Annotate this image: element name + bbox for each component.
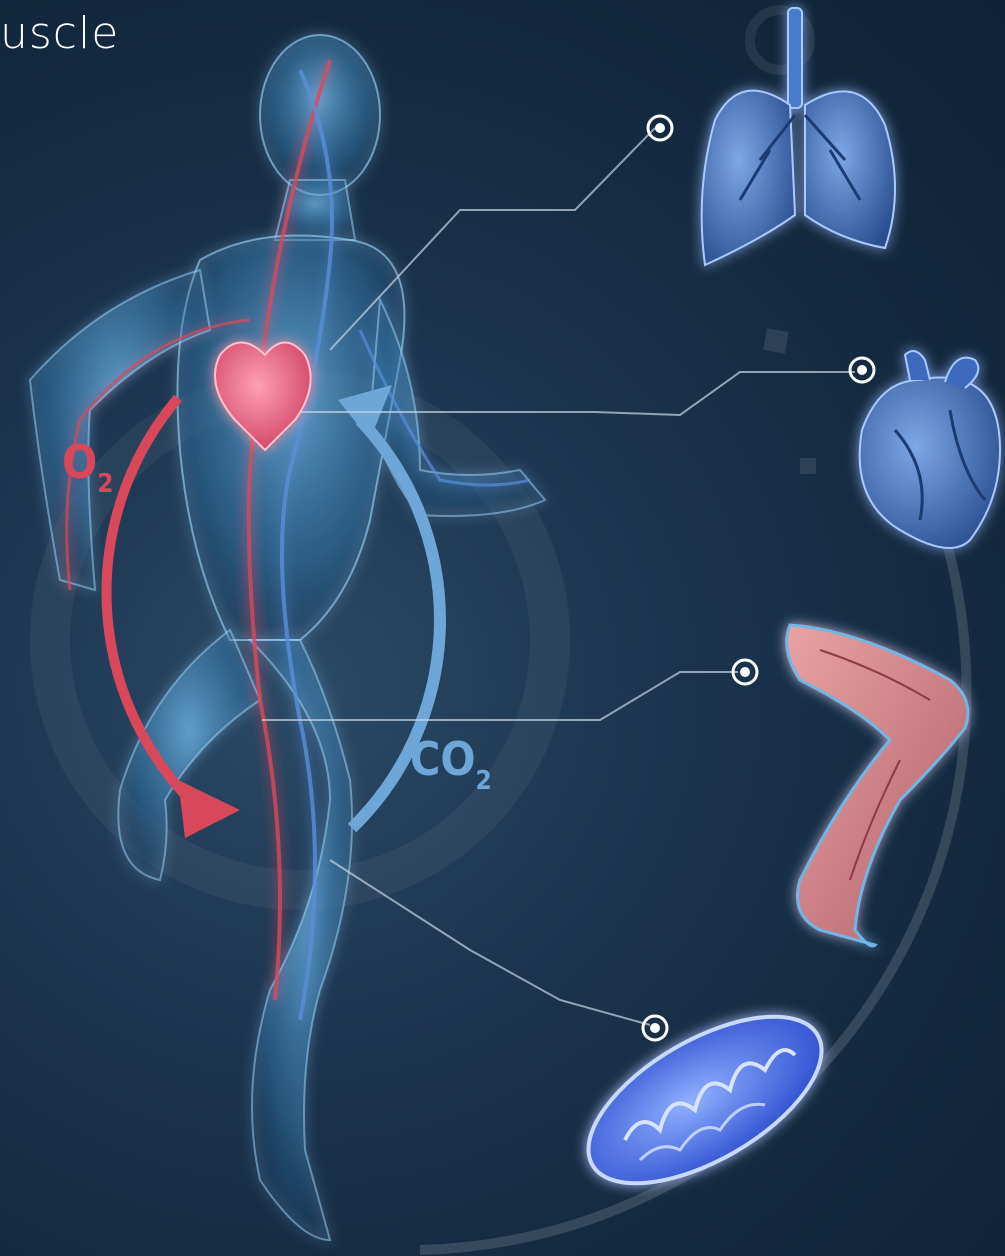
mitochondrion-icon [562, 983, 847, 1217]
carbon-dioxide-label: CO2 [410, 732, 492, 796]
lungs-dot [648, 116, 672, 140]
heart-icon [860, 351, 1000, 548]
leg-muscle-icon [787, 625, 968, 946]
page-title-fragment: uscle [0, 8, 119, 59]
oxygen-arrow-head [178, 780, 240, 838]
mitochondrion-dot [643, 1016, 667, 1040]
heart-dot [850, 358, 874, 382]
leg-connector [262, 672, 738, 720]
lungs-icon [702, 8, 895, 265]
